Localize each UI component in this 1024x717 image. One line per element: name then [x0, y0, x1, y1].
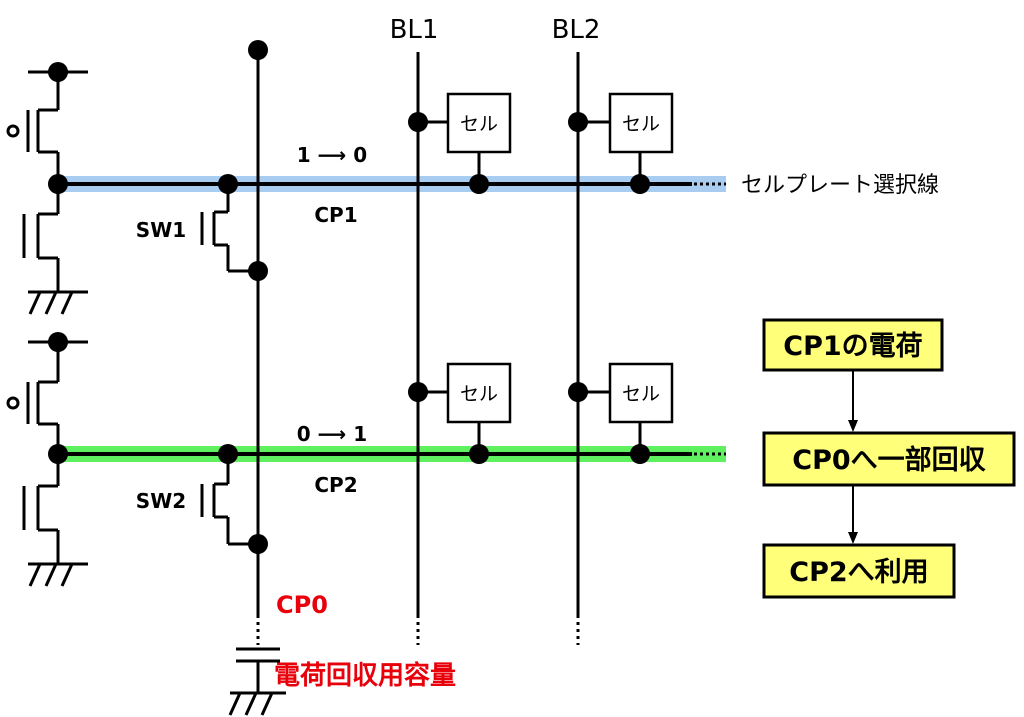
cp0-top-node — [248, 40, 268, 60]
plate-line-cp1 — [58, 176, 726, 192]
plate-line-cp2 — [58, 446, 726, 462]
plate-select-line-label: セルプレート選択線 — [741, 173, 939, 198]
row2-switch-label: SW2 — [136, 489, 186, 513]
driver-row-2-supply-node — [48, 332, 68, 352]
cell-row2-bl1: セル — [408, 362, 512, 464]
bitline-bl1-label: BL1 — [390, 15, 439, 45]
switch-sw2-cp0-node — [248, 534, 268, 554]
row1-plate-label: CP1 — [314, 203, 357, 227]
driver-row-1-supply-node — [48, 62, 68, 82]
flow-step-1-box — [762, 318, 944, 372]
flow-step-3-box — [762, 543, 956, 599]
cell-row1-bl2: セル — [568, 92, 674, 194]
flow-chart: CP1の電荷 CP0へ一部回収 CP2へ利用 — [762, 318, 1016, 599]
driver-row-2 — [6, 340, 88, 587]
row1-switch-label: SW1 — [136, 218, 186, 242]
switch-sw1-cp0-node — [248, 261, 268, 281]
flow-step-2: CP0へ一部回収 — [792, 444, 986, 476]
flow-step-2-box — [762, 431, 1016, 487]
cell-row2-bl2: セル — [568, 362, 674, 464]
flow-arrow-2 — [848, 532, 858, 544]
row1-transition-label: 1 ⟶ 0 — [297, 143, 367, 167]
driver-row-1-output-node — [48, 174, 68, 194]
cell-label: セル — [460, 383, 498, 405]
switch-sw2-top-node — [218, 444, 238, 464]
flow-step-3: CP2へ利用 — [789, 557, 928, 588]
switch-sw2 — [200, 454, 258, 546]
driver-row-1 — [6, 70, 88, 315]
row2-plate-label: CP2 — [314, 473, 357, 497]
flow-step-1: CP1の電荷 — [783, 331, 922, 362]
switch-sw1 — [200, 184, 258, 273]
cell-label: セル — [622, 113, 660, 135]
cell-label: セル — [622, 383, 660, 405]
cell-row1-bl1: セル — [408, 92, 512, 194]
capacitor-label: 電荷回収用容量 — [274, 660, 456, 691]
driver-row-2-output-node — [48, 444, 68, 464]
switch-sw1-top-node — [218, 174, 238, 194]
cell-label: セル — [460, 113, 498, 135]
bitline-bl2-label: BL2 — [552, 15, 601, 45]
flow-arrow-1 — [848, 420, 858, 432]
row2-transition-label: 0 ⟶ 1 — [297, 422, 367, 446]
cp0-line — [228, 50, 286, 716]
cp0-label: CP0 — [276, 591, 328, 619]
